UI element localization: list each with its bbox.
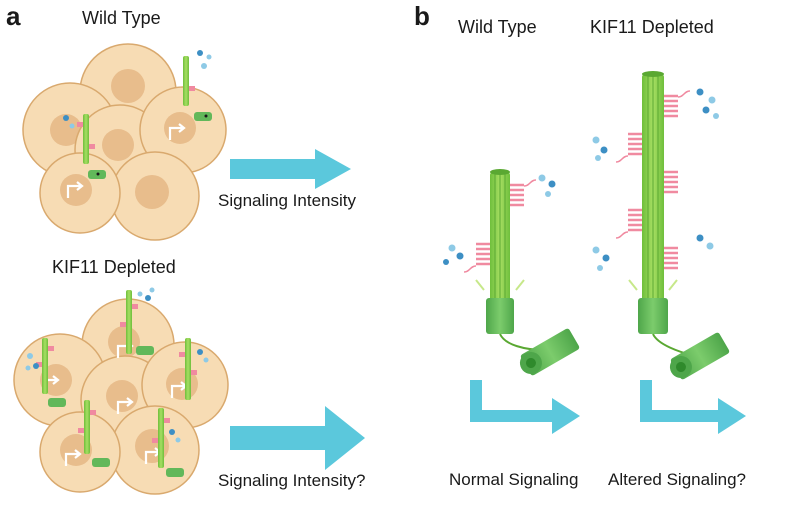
ligand-cluster <box>63 50 212 129</box>
daughter-centriole <box>669 332 730 380</box>
gene-promoter-arrow-icon <box>116 397 134 414</box>
panel-b-right-title: KIF11 Depleted <box>590 17 714 37</box>
receptor <box>510 179 537 207</box>
receptor <box>463 242 490 273</box>
gene-promoter-arrow-icon <box>66 181 84 198</box>
panel-a-bottom-title: KIF11 Depleted <box>52 257 176 277</box>
signaling-intensity-question-arrow <box>230 406 365 470</box>
cell <box>110 405 200 495</box>
cell <box>39 152 121 234</box>
ligand-cluster <box>443 174 556 265</box>
panel-b-right-caption: Altered Signaling? <box>608 470 746 489</box>
wild-type-cilium <box>443 169 580 376</box>
daughter-centriole <box>519 328 580 376</box>
cell <box>110 151 200 241</box>
gene-promoter-arrow-icon <box>64 449 82 466</box>
wild-type-cell-cluster <box>22 43 227 241</box>
primary-cilium <box>36 338 66 407</box>
cell <box>39 411 121 493</box>
basal-body <box>638 298 668 334</box>
ligand-cluster <box>592 88 719 271</box>
gene-promoter-arrow-icon <box>168 123 186 140</box>
panel-b-label: b <box>414 1 430 31</box>
receptor <box>615 208 642 239</box>
primary-cilium <box>77 114 106 179</box>
basal-body <box>486 298 514 334</box>
panel-a-top-title: Wild Type <box>82 8 161 28</box>
signaling-intensity-arrow <box>230 149 351 189</box>
primary-cilium <box>152 408 184 477</box>
panel-a-bottom-caption: Signaling Intensity? <box>218 471 365 490</box>
panel-a-top-caption: Signaling Intensity <box>218 191 356 210</box>
kif11-depleted-cell-cluster <box>13 287 229 495</box>
receptor <box>615 132 642 163</box>
normal-signaling-arrow <box>470 380 580 434</box>
panel-b: b Wild Type KIF11 Depleted <box>414 1 746 489</box>
primary-cilium <box>183 56 212 121</box>
primary-cilium <box>78 400 110 467</box>
panel-b-left-caption: Normal Signaling <box>449 470 578 489</box>
receptor <box>664 170 678 194</box>
panel-a: a Wild Type <box>6 1 365 495</box>
receptor <box>664 90 691 118</box>
primary-cilium <box>179 338 197 400</box>
ligand-cluster <box>25 287 209 443</box>
receptor <box>664 246 678 270</box>
primary-cilium <box>120 290 154 355</box>
kif11-depleted-cilium <box>592 71 730 380</box>
panel-a-label: a <box>6 1 21 31</box>
panel-b-left-title: Wild Type <box>458 17 537 37</box>
altered-signaling-arrow <box>640 380 746 434</box>
